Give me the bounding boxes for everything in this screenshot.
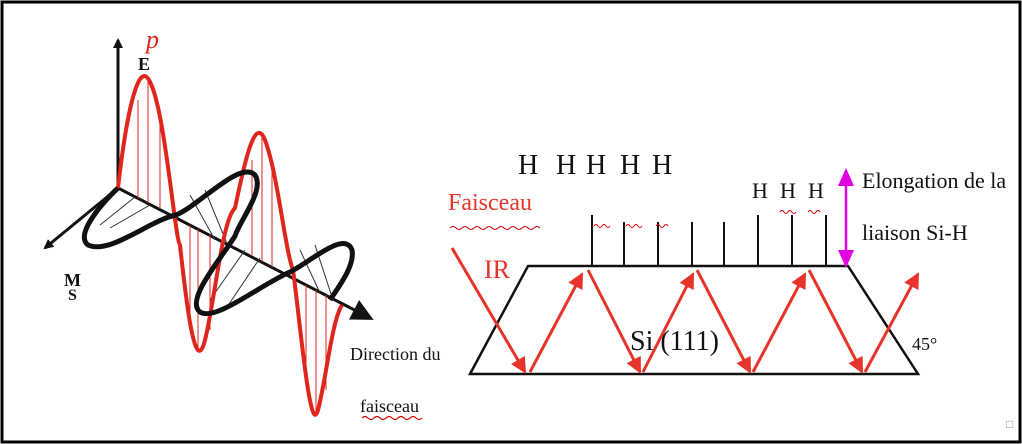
e-wave-symbol: p [144, 25, 159, 54]
m-axis-label: M [64, 270, 81, 290]
em-wave-panel: p E M S Direction du faisceau [43, 25, 440, 421]
elongation-label-1: Elongation de la [862, 168, 1006, 193]
direction-underline [361, 415, 423, 421]
m-field-wave [81, 169, 355, 317]
h-atom: H [518, 150, 538, 181]
e-axis-label: E [138, 54, 150, 74]
m-axis-sub: S [68, 287, 77, 304]
e-field-wave [116, 74, 344, 417]
m-wave-hatch [99, 189, 334, 311]
angle-label: 45° [912, 334, 937, 354]
h-atom: H [808, 178, 824, 203]
h-atom: H [586, 150, 606, 181]
propagation-axis [117, 186, 374, 320]
h-atoms-left: H H H H H [518, 150, 672, 181]
atr-crystal-panel: H H H H H H H H [448, 150, 1006, 376]
h-atom: H [620, 150, 640, 181]
red-squiggles [449, 210, 821, 230]
beam-label-faisceau: Faisceau [448, 190, 532, 216]
h-atom: H [652, 150, 672, 181]
si-crystal [467, 264, 921, 376]
h-atom: H [780, 178, 796, 203]
elongation-arrow [838, 168, 854, 268]
crystal-label: Si (111) [630, 326, 719, 357]
beam-label-ir: IR [484, 255, 511, 284]
si-h-bonds [591, 215, 827, 266]
h-atom: H [556, 150, 576, 181]
direction-label-1: Direction du [350, 344, 440, 364]
direction-label-2: faisceau [360, 396, 419, 416]
h-atom: H [752, 178, 768, 203]
ir-beam [450, 247, 920, 374]
h-atoms-right: H H H [752, 178, 824, 203]
corner-mark: □ [1006, 417, 1013, 431]
elongation-label-2: liaison Si-H [862, 220, 968, 245]
